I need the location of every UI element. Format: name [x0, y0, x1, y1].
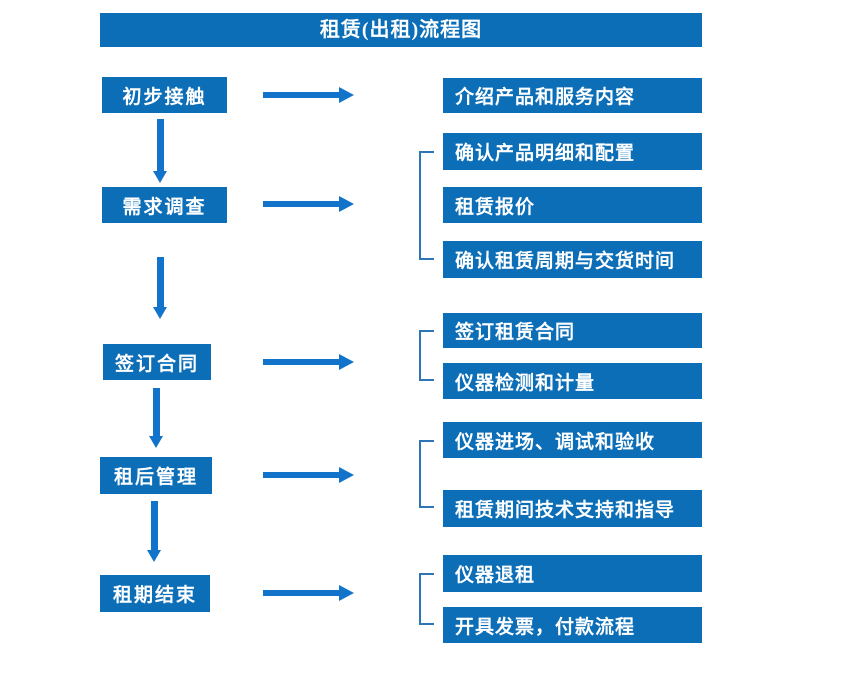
arrow-rental-end-to-details [263, 585, 354, 601]
detail-box-instrument-testing: 仪器检测和计量 [443, 363, 702, 399]
bracket-rental-end-details [419, 573, 434, 625]
arrow-step3-to-step4 [149, 388, 163, 448]
step-box-sign-contract: 签订合同 [103, 344, 211, 380]
flowchart-title: 租赁(出租)流程图 [100, 13, 702, 47]
arrow-post-rental-to-details [263, 467, 354, 483]
arrow-demand-survey-to-details [263, 196, 354, 212]
step-box-demand-survey: 需求调查 [102, 187, 227, 223]
detail-box-instrument-setup: 仪器进场、调试和验收 [443, 422, 702, 458]
arrow-step4-to-step5 [147, 501, 161, 562]
detail-box-confirm-config: 确认产品明细和配置 [443, 133, 702, 170]
bracket-post-rental-details [419, 440, 434, 508]
detail-box-rental-quote: 租赁报价 [443, 187, 702, 223]
arrow-step2-to-step3 [153, 257, 167, 319]
detail-box-sign-rental-contract: 签订租赁合同 [443, 313, 702, 348]
bracket-demand-survey-details [419, 151, 434, 260]
arrow-step1-to-step2 [153, 119, 167, 183]
bracket-sign-contract-details [419, 330, 434, 381]
arrow-initial-contact-to-details [263, 87, 354, 103]
step-box-post-rental: 租后管理 [100, 457, 212, 494]
detail-box-instrument-return: 仪器退租 [443, 555, 702, 592]
detail-box-introduce-products: 介绍产品和服务内容 [443, 78, 702, 113]
detail-box-confirm-period: 确认租赁周期与交货时间 [443, 241, 702, 278]
step-box-initial-contact: 初步接触 [102, 77, 227, 113]
arrow-sign-contract-to-details [263, 354, 354, 370]
detail-box-invoice-payment: 开具发票，付款流程 [443, 607, 702, 643]
detail-box-tech-support: 租赁期间技术支持和指导 [443, 490, 702, 527]
step-box-rental-end: 租期结束 [100, 575, 210, 612]
